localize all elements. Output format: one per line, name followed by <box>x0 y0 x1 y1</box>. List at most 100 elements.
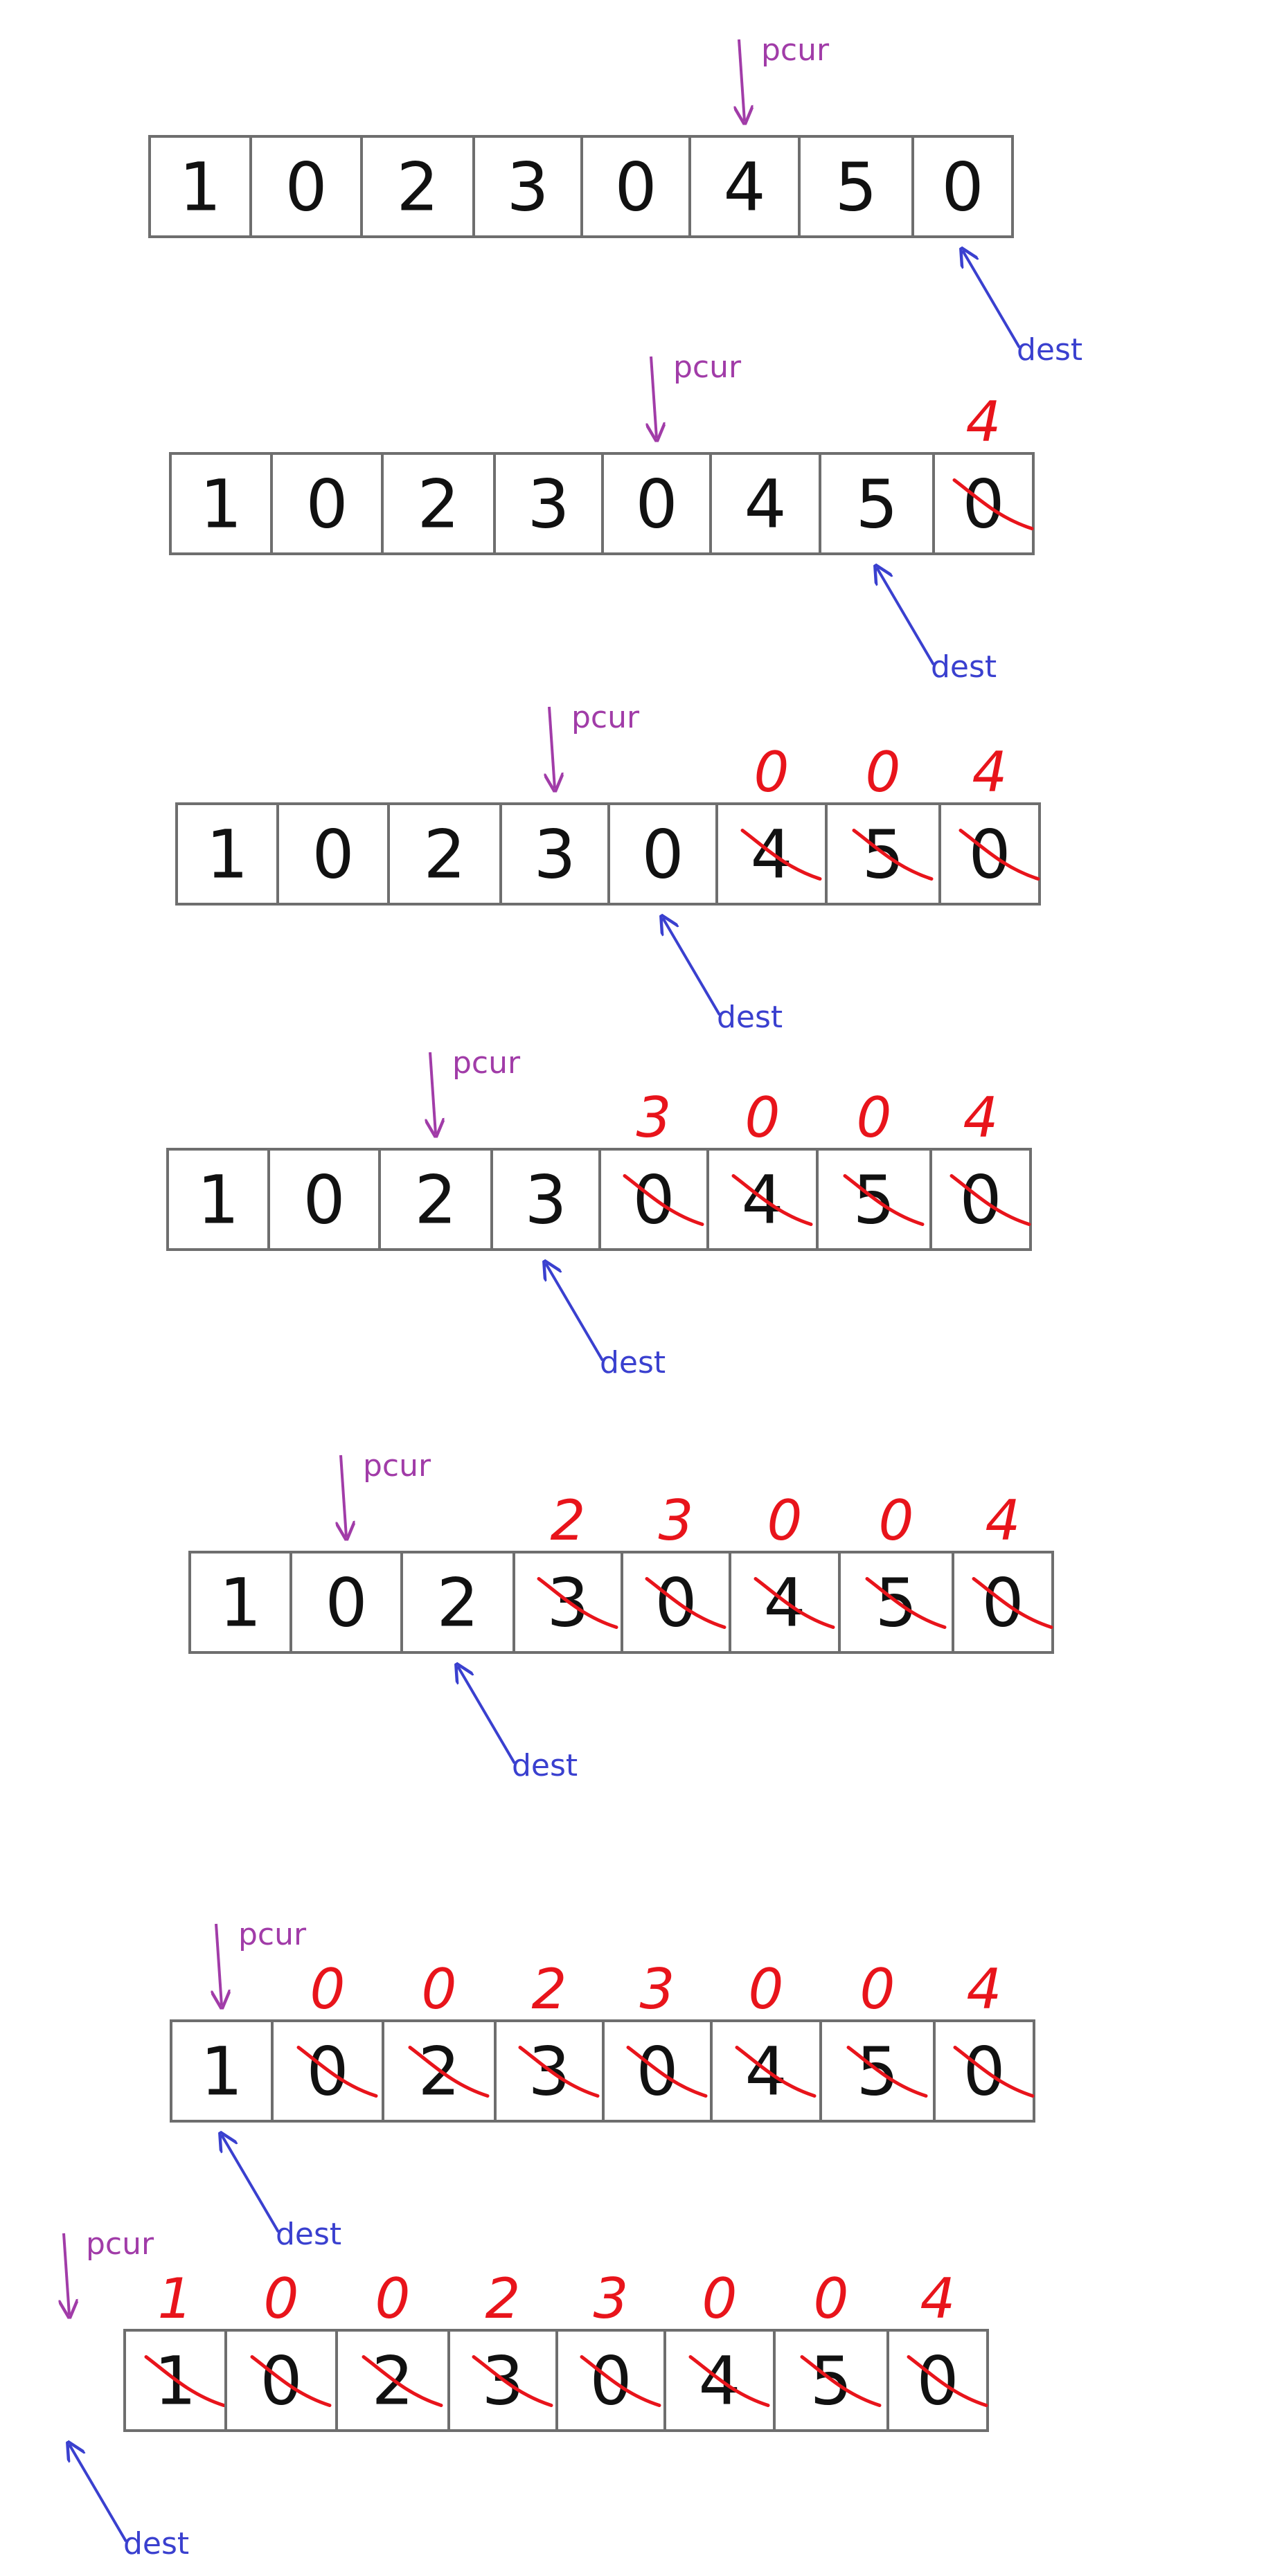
replacement-value: 0 <box>814 2267 849 2331</box>
replacement-value: 4 <box>920 2267 956 2331</box>
pcur-label: pcur <box>238 1917 307 1952</box>
strike-mark <box>537 1577 618 1629</box>
pcur-label: pcur <box>452 1045 521 1081</box>
array-cell <box>886 2329 989 2432</box>
cell-value: 2 <box>414 1162 456 1239</box>
replacement-value: 0 <box>767 1488 803 1553</box>
strike-mark <box>250 2355 332 2407</box>
cell-value: 4 <box>744 466 786 543</box>
pcur-arrow <box>430 1052 436 1134</box>
array-cell <box>933 2019 1035 2123</box>
replacement-value: 4 <box>963 1086 999 1150</box>
strike-mark <box>735 2046 817 2098</box>
replacement-value: 3 <box>636 1086 672 1150</box>
strike-mark <box>362 2355 443 2407</box>
replacement-value: 0 <box>857 1086 892 1150</box>
array-cell <box>938 802 1041 906</box>
pcur-arrow <box>341 1454 346 1537</box>
cell-value: 4 <box>723 149 765 226</box>
replacement-value: 4 <box>966 390 1001 454</box>
replacement-value: 2 <box>551 1488 586 1553</box>
strike-mark <box>518 2046 600 2098</box>
replacement-value: 4 <box>967 1957 1002 2021</box>
cell-value: 0 <box>305 466 348 543</box>
replacement-value: 0 <box>745 1086 781 1150</box>
replacement-value: 3 <box>594 2267 629 2331</box>
cell-value: 0 <box>635 466 677 543</box>
array-cell <box>929 1148 1032 1251</box>
strike-mark <box>144 2355 226 2407</box>
replacement-value: 0 <box>310 1957 346 2021</box>
replacement-value: 3 <box>640 1957 675 2021</box>
cell-value: 0 <box>641 816 684 894</box>
strike-mark <box>626 2046 708 2098</box>
strike-mark <box>754 1577 835 1629</box>
dest-arrow <box>222 2135 280 2233</box>
cell-value: 2 <box>436 1565 479 1642</box>
strike-mark <box>865 1577 947 1629</box>
replacement-value: 1 <box>158 2267 193 2331</box>
replacement-value: 0 <box>754 740 790 804</box>
dest-arrow <box>963 251 1021 349</box>
replacement-value: 4 <box>972 740 1008 804</box>
dest-label: dest <box>123 2526 189 2561</box>
strike-mark <box>580 2355 661 2407</box>
dest-label: dest <box>931 649 997 685</box>
pcur-label: pcur <box>571 700 640 735</box>
strike-mark <box>949 1174 1031 1226</box>
cell-value: 0 <box>941 149 983 226</box>
dest-label: dest <box>1017 332 1082 368</box>
array-cell <box>911 135 1014 238</box>
array-cell <box>932 452 1035 555</box>
array-cell <box>952 1551 1054 1654</box>
strike-mark <box>472 2355 553 2407</box>
replacement-value: 0 <box>264 2267 299 2331</box>
replacement-value: 0 <box>879 1488 914 1553</box>
strike-mark <box>953 2046 1035 2098</box>
strike-mark <box>740 829 822 881</box>
strike-mark <box>972 1577 1053 1629</box>
strike-mark <box>800 2355 882 2407</box>
replacement-value: 2 <box>485 2267 521 2331</box>
cell-value: 0 <box>325 1565 367 1642</box>
cell-value: 3 <box>506 149 549 226</box>
replacement-value: 4 <box>986 1488 1021 1553</box>
dest-label: dest <box>512 1748 578 1783</box>
dest-arrow <box>663 918 721 1016</box>
cell-value: 5 <box>855 466 898 543</box>
cell-value: 1 <box>197 1162 239 1239</box>
pcur-arrow <box>216 1923 222 2006</box>
strike-mark <box>296 2046 378 2098</box>
pcur-arrow <box>549 706 555 789</box>
replacement-value: 0 <box>860 1957 895 2021</box>
strike-mark <box>645 1577 726 1629</box>
cell-value: 0 <box>285 149 327 226</box>
strike-mark <box>731 1174 813 1226</box>
strike-mark <box>408 2046 490 2098</box>
pcur-arrow <box>64 2233 69 2315</box>
replacement-value: 2 <box>532 1957 567 2021</box>
dest-arrow <box>546 1263 604 1362</box>
cell-value: 3 <box>524 1162 567 1239</box>
cell-value: 1 <box>200 2033 242 2111</box>
pcur-label: pcur <box>761 33 830 68</box>
dest-label: dest <box>600 1345 666 1380</box>
strike-mark <box>852 829 934 881</box>
cell-value: 0 <box>303 1162 345 1239</box>
dest-label: dest <box>276 2217 341 2252</box>
strike-mark <box>907 2355 988 2407</box>
cell-value: 3 <box>533 816 576 894</box>
dest-arrow <box>458 1666 516 1765</box>
pcur-arrow <box>651 356 657 438</box>
dest-arrow <box>877 568 935 666</box>
replacement-value: 0 <box>422 1957 457 2021</box>
strike-mark <box>846 2046 928 2098</box>
cell-value: 1 <box>179 149 221 226</box>
cell-value: 0 <box>614 149 657 226</box>
